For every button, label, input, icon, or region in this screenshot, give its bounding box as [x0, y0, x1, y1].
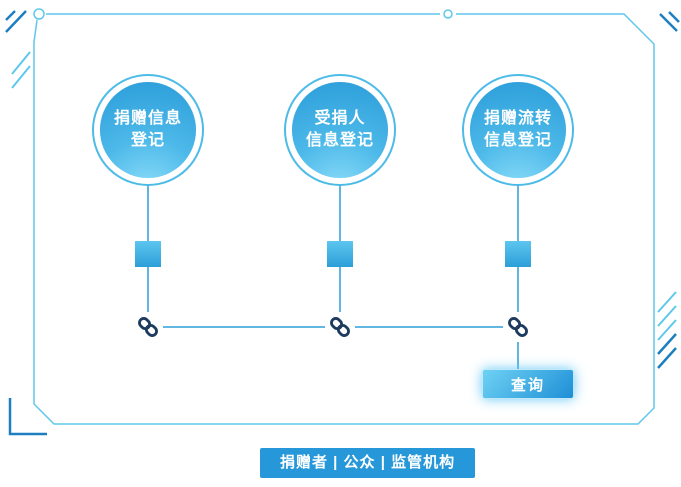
chain-link-icon — [325, 312, 355, 342]
chain-link-icon — [133, 312, 163, 342]
node-label: 捐赠信息 登记 — [113, 110, 182, 149]
block-square — [135, 241, 161, 267]
frame-ring-top-icon — [443, 9, 453, 19]
node-label: 受捐人 信息登记 — [305, 110, 374, 149]
node-label: 捐赠流转 信息登记 — [483, 110, 552, 149]
block-square — [505, 241, 531, 267]
chain-link-icon — [503, 312, 533, 342]
query-button[interactable]: 查询 — [482, 369, 574, 399]
block-square — [327, 241, 353, 267]
footer-banner: 捐赠者 | 公众 | 监管机构 — [260, 448, 476, 478]
node-donation-info-registration: 捐赠信息 登记 — [100, 82, 196, 178]
corner-accents-icon — [5, 10, 680, 436]
node-donation-flow-info-registration: 捐赠流转 信息登记 — [470, 82, 566, 178]
hatch-marks-left-icon — [11, 51, 31, 89]
node-recipient-info-registration: 受捐人 信息登记 — [292, 82, 388, 178]
frame-ring-left-icon — [33, 8, 45, 20]
hatch-marks-right-icon — [657, 291, 677, 341]
frame-border — [33, 8, 655, 425]
